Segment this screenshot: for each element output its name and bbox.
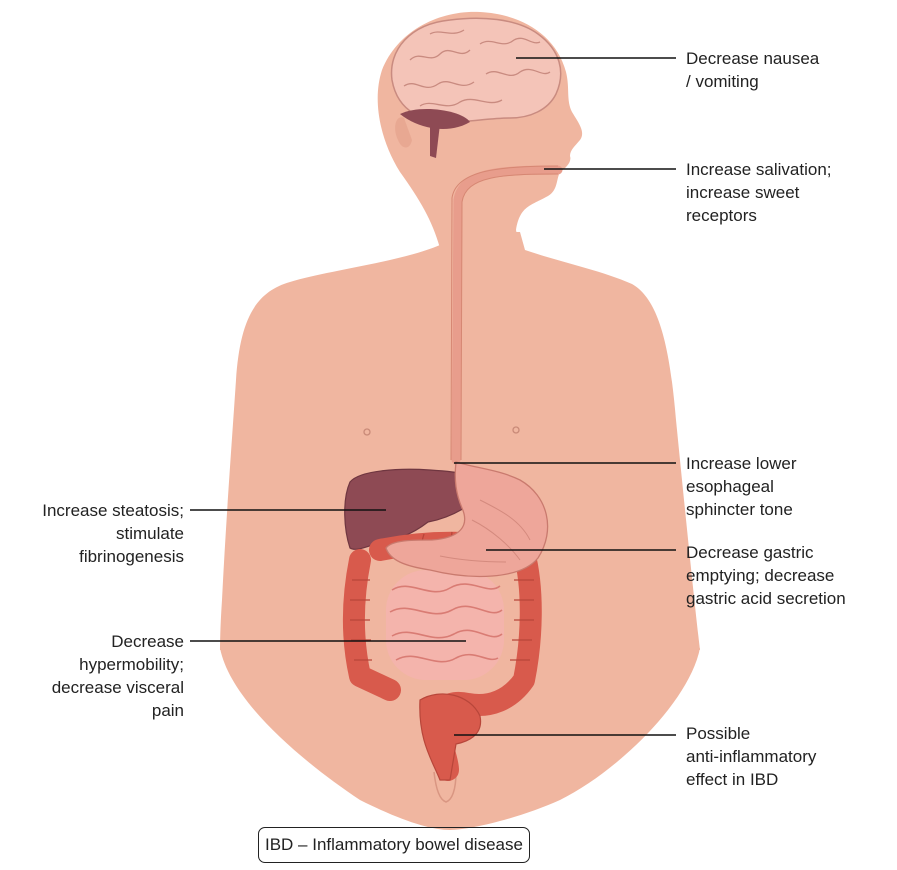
abbreviation-legend: IBD – Inflammatory bowel disease	[258, 827, 530, 863]
small-intestine	[386, 570, 504, 680]
label-lower-esophageal-sphincter: Increase lower esophageal sphincter tone	[686, 452, 797, 521]
label-gastric-emptying: Decrease gastric emptying; decrease gast…	[686, 541, 846, 610]
label-anti-inflammatory: Possible anti-inflammatory effect in IBD	[686, 722, 816, 791]
label-decrease-nausea: Decrease nausea / vomiting	[686, 47, 819, 93]
label-steatosis: Increase steatosis; stimulate fibrinogen…	[42, 499, 184, 568]
brain-cerebrum	[392, 18, 561, 122]
label-increase-salivation: Increase salivation; increase sweet rece…	[686, 158, 832, 227]
label-hypermobility: Decrease hypermobility; decrease viscera…	[52, 630, 184, 722]
